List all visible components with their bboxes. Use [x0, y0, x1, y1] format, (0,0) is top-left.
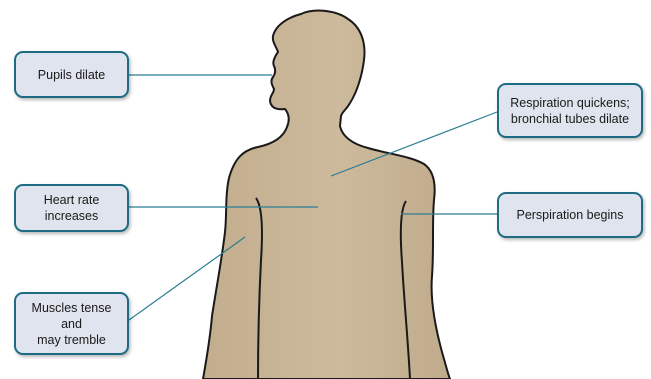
heart-rate-label: Heart rate increases: [14, 184, 129, 232]
respiration-label: Respiration quickens; bronchial tubes di…: [497, 83, 643, 138]
perspiration-label: Perspiration begins: [497, 192, 643, 238]
human-silhouette: [203, 11, 450, 379]
muscles-tense-label: Muscles tense and may tremble: [14, 292, 129, 355]
pupils-dilate-label: Pupils dilate: [14, 51, 129, 98]
